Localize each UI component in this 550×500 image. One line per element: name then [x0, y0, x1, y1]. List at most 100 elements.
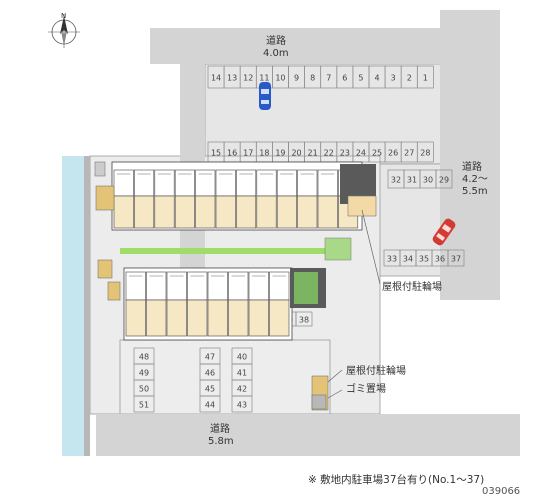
- parking-stall-number: 44: [205, 401, 215, 410]
- footer-note: ※ 敷地内駐車場37台有り(No.1～37): [308, 474, 485, 486]
- parking-stall-number: 38: [299, 316, 309, 325]
- parking-stall-number: 10: [275, 74, 285, 83]
- building-unit: [207, 299, 228, 337]
- road-right-name: 道路: [462, 160, 482, 173]
- red-car-icon: [432, 218, 456, 246]
- road-right-width-2: 5.5m: [462, 186, 488, 197]
- parking-stall-number: 32: [391, 176, 401, 185]
- building-unit: [256, 195, 277, 229]
- bike-shed-left-2: [97, 259, 113, 279]
- parking-stall-number: 35: [419, 255, 429, 264]
- parking-stall-number: 22: [324, 149, 334, 158]
- parking-stall: [295, 311, 313, 327]
- road-top-width: 4.0m: [263, 48, 289, 59]
- parking-stall: [416, 141, 434, 163]
- parking-stall-number: 21: [308, 149, 318, 158]
- lawn-strip: [120, 248, 345, 254]
- building-unit: [187, 299, 208, 337]
- building-unit: [215, 195, 236, 229]
- parking-stall: [133, 395, 155, 413]
- road-top: [150, 28, 440, 340]
- parking-stall-number: 14: [211, 74, 221, 83]
- parking-stall: [231, 395, 253, 413]
- parking-stall-number: 46: [205, 369, 215, 378]
- bike-shed-left-1: [95, 185, 115, 211]
- parking-stall: [447, 249, 465, 267]
- label-garbage: ゴミ置場: [346, 382, 386, 395]
- building-unit: [236, 195, 257, 229]
- parking-stall-number: 16: [227, 149, 237, 158]
- parking-stall-number: 41: [237, 369, 247, 378]
- parking-stall: [416, 65, 434, 89]
- channel-bank: [84, 156, 90, 456]
- parking-stall-number: 11: [259, 74, 269, 83]
- parking-lot-bottom: [119, 339, 331, 415]
- building-unit: [276, 195, 297, 229]
- building-unit: [317, 195, 338, 229]
- parking-stall-number: 5: [358, 74, 363, 83]
- parking-stall-number: 30: [423, 176, 433, 185]
- garbage-shed: [311, 394, 327, 410]
- parking-stall-number: 2: [407, 74, 412, 83]
- parking-stall-number: 19: [275, 149, 285, 158]
- entrance-upper: [347, 195, 377, 217]
- shrub-lower: [294, 272, 318, 304]
- parking-stall-number: 13: [227, 74, 237, 83]
- parking-stall-number: 7: [326, 74, 331, 83]
- building-unit: [154, 195, 175, 229]
- parking-stall-number: 6: [342, 74, 347, 83]
- building-unit: [248, 299, 269, 337]
- parking-stall-number: 8: [310, 74, 315, 83]
- building-unit: [297, 195, 318, 229]
- parking-stall-number: 45: [205, 385, 215, 394]
- building-unit: [125, 299, 146, 337]
- parking-stall-number: 34: [403, 255, 413, 264]
- parking-stall-number: 4: [375, 74, 380, 83]
- parking-stall-number: 27: [404, 149, 414, 158]
- road-right: [440, 10, 500, 280]
- building-unit: [113, 195, 134, 229]
- parking-lot-top: [204, 63, 444, 165]
- building-unit: [228, 299, 249, 337]
- parking-stall-number: 47: [205, 353, 215, 362]
- parking-stall-number: 1: [423, 74, 428, 83]
- water-channel: [62, 156, 84, 456]
- parking-stall-number: 29: [439, 176, 449, 185]
- bike-shed-left-3: [107, 281, 121, 301]
- parking-stall-number: 17: [243, 149, 253, 158]
- parking-stall-number: 12: [243, 74, 253, 83]
- parking-stall-number: 40: [237, 353, 247, 362]
- road-right-lower: [440, 280, 500, 300]
- parking-stall-number: 49: [139, 369, 149, 378]
- parking-stall-number: 31: [407, 176, 417, 185]
- parking-stall-number: 23: [340, 149, 350, 158]
- parking-stall-number: 3: [391, 74, 396, 83]
- road-right-width: 4.2～: [462, 174, 488, 185]
- road-top-name: 道路: [266, 34, 286, 47]
- label-covered-bike-2: 屋根付駐輪場: [346, 364, 406, 377]
- parking-stall-number: 15: [211, 149, 221, 158]
- bike-shed-small: [94, 161, 106, 177]
- building-unit: [269, 299, 290, 337]
- parking-stall-number: 37: [451, 255, 461, 264]
- parking-stall: [199, 395, 221, 413]
- building-unit: [174, 195, 195, 229]
- parking-stall-number: 20: [291, 149, 301, 158]
- compass-north: N: [61, 12, 66, 20]
- parking-stall-number: 48: [139, 353, 149, 362]
- blue-car-icon: [259, 82, 271, 110]
- parking-stall-number: 43: [237, 401, 247, 410]
- building-unit: [195, 195, 216, 229]
- parking-stall-number: 50: [139, 385, 149, 394]
- leader-garbage: [327, 389, 343, 399]
- parking-stall-number: 24: [356, 149, 366, 158]
- building-unit: [146, 299, 167, 337]
- parking-stall-number: 51: [139, 401, 149, 410]
- parking-stall: [435, 169, 453, 189]
- parking-stall-number: 42: [237, 385, 247, 394]
- building-unit: [134, 195, 155, 229]
- parking-stall-number: 18: [259, 149, 269, 158]
- road-bottom: [96, 414, 520, 456]
- leader-bike-2: [327, 369, 343, 383]
- parking-stall-number: 9: [294, 74, 299, 83]
